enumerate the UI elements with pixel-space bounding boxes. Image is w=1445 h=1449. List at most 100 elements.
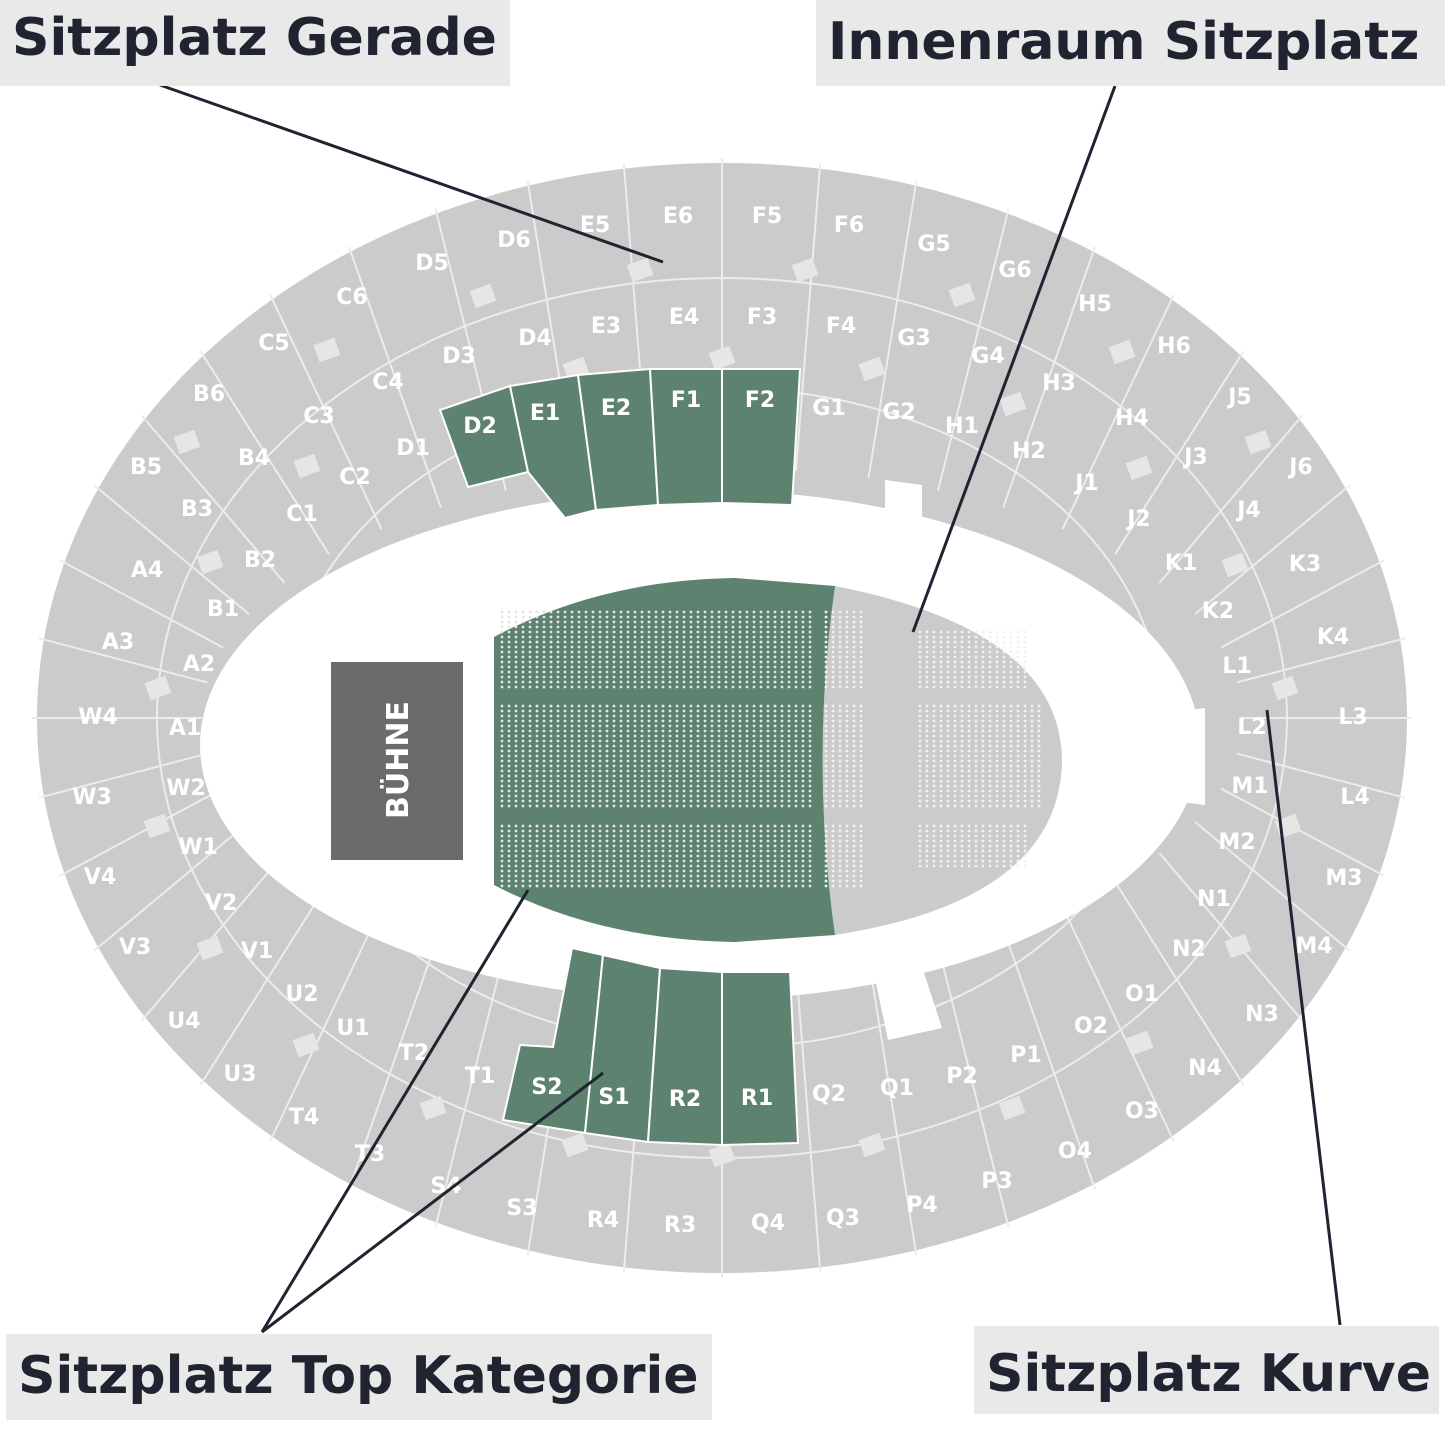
seat-dot: [801, 724, 805, 728]
seat-dot: [773, 859, 777, 863]
seat-dot: [528, 660, 532, 664]
section-divider: [1220, 787, 1385, 877]
seat-dot: [759, 749, 763, 753]
seat-dot: [1037, 794, 1041, 798]
seat-dot: [647, 859, 651, 863]
seat-dot: [759, 625, 763, 629]
seat-dot: [668, 670, 672, 674]
seat-dot: [731, 615, 735, 619]
seat-dot: [654, 670, 658, 674]
seat-dot: [521, 829, 525, 833]
seat-dot: [528, 849, 532, 853]
seat-dot: [626, 640, 630, 644]
seat-dot: [831, 655, 835, 659]
seat-dot: [925, 794, 929, 798]
seat-dot: [946, 665, 950, 669]
seat-dot: [556, 665, 560, 669]
seat-dot: [824, 680, 828, 684]
seat-dot: [521, 849, 525, 853]
seat-dot: [654, 834, 658, 838]
seat-dot: [845, 759, 849, 763]
seat-dot: [794, 784, 798, 788]
seat-dot: [918, 709, 922, 713]
seat-dot: [507, 749, 511, 753]
section-label-D6: D6: [497, 228, 531, 253]
seat-dot: [852, 620, 856, 624]
seat-dot: [988, 864, 992, 868]
seat-dot: [668, 829, 672, 833]
seat-dot: [598, 655, 602, 659]
seat-dot: [626, 645, 630, 649]
seat-dot: [787, 804, 791, 808]
seat-dot: [859, 620, 863, 624]
seat-dot: [1002, 734, 1006, 738]
seat-dot: [918, 789, 922, 793]
seat-dot: [703, 685, 707, 689]
seat-dot: [824, 729, 828, 733]
section-divider: [140, 852, 286, 1022]
seat-dot: [717, 784, 721, 788]
seat-dot: [808, 655, 812, 659]
seat-dot: [542, 804, 546, 808]
seat-dot: [838, 759, 842, 763]
seat-dot: [745, 849, 749, 853]
seat-dot: [918, 804, 922, 808]
seat-dot: [859, 854, 863, 858]
seat-dot: [974, 739, 978, 743]
seat-dot: [960, 849, 964, 853]
seat-dot: [507, 620, 511, 624]
seat-dot: [654, 635, 658, 639]
seat-dot: [939, 784, 943, 788]
seat-dot: [528, 635, 532, 639]
seat-dot: [1037, 724, 1041, 728]
seat-dot: [563, 615, 567, 619]
seat-dot: [859, 719, 863, 723]
seat-dot: [696, 724, 700, 728]
seat-dot: [605, 844, 609, 848]
seat-dot: [967, 665, 971, 669]
seat-dot: [668, 625, 672, 629]
seat-dot: [925, 719, 929, 723]
seat-dot: [925, 789, 929, 793]
seat-dot: [500, 635, 504, 639]
seat-dot: [787, 754, 791, 758]
seat-dot: [780, 884, 784, 888]
stage-block: [331, 662, 463, 860]
seat-dot: [507, 714, 511, 718]
seat-dot: [981, 645, 985, 649]
seat-dot: [981, 864, 985, 868]
seat-dot: [731, 680, 735, 684]
seat-dot: [808, 879, 812, 883]
seat-dot: [612, 754, 616, 758]
seat-dot: [556, 799, 560, 803]
seat-dot: [801, 754, 805, 758]
seat-dot: [731, 635, 735, 639]
section-label-A1: A1: [169, 716, 201, 741]
seat-dot: [556, 834, 560, 838]
seat-dot: [967, 774, 971, 778]
seat-dot: [710, 729, 714, 733]
seat-dot: [1009, 794, 1013, 798]
seat-dot: [640, 640, 644, 644]
seat-dot: [542, 789, 546, 793]
seat-dot: [675, 839, 679, 843]
seat-dot: [500, 834, 504, 838]
gate-square: [293, 453, 321, 479]
seat-dot: [535, 874, 539, 878]
seat-dot: [591, 655, 595, 659]
seat-dot: [932, 734, 936, 738]
seat-dot: [967, 784, 971, 788]
seat-dot: [696, 714, 700, 718]
seat-dot: [1023, 754, 1027, 758]
seat-dot: [995, 670, 999, 674]
seat-dot: [752, 774, 756, 778]
seat-dot: [859, 709, 863, 713]
seat-dot: [939, 675, 943, 679]
seat-dot: [619, 839, 623, 843]
seat-dot: [787, 670, 791, 674]
seat-dot: [675, 874, 679, 878]
seat-dot: [689, 764, 693, 768]
seat-dot: [668, 764, 672, 768]
seat-dot: [738, 749, 742, 753]
seat-dot: [918, 744, 922, 748]
